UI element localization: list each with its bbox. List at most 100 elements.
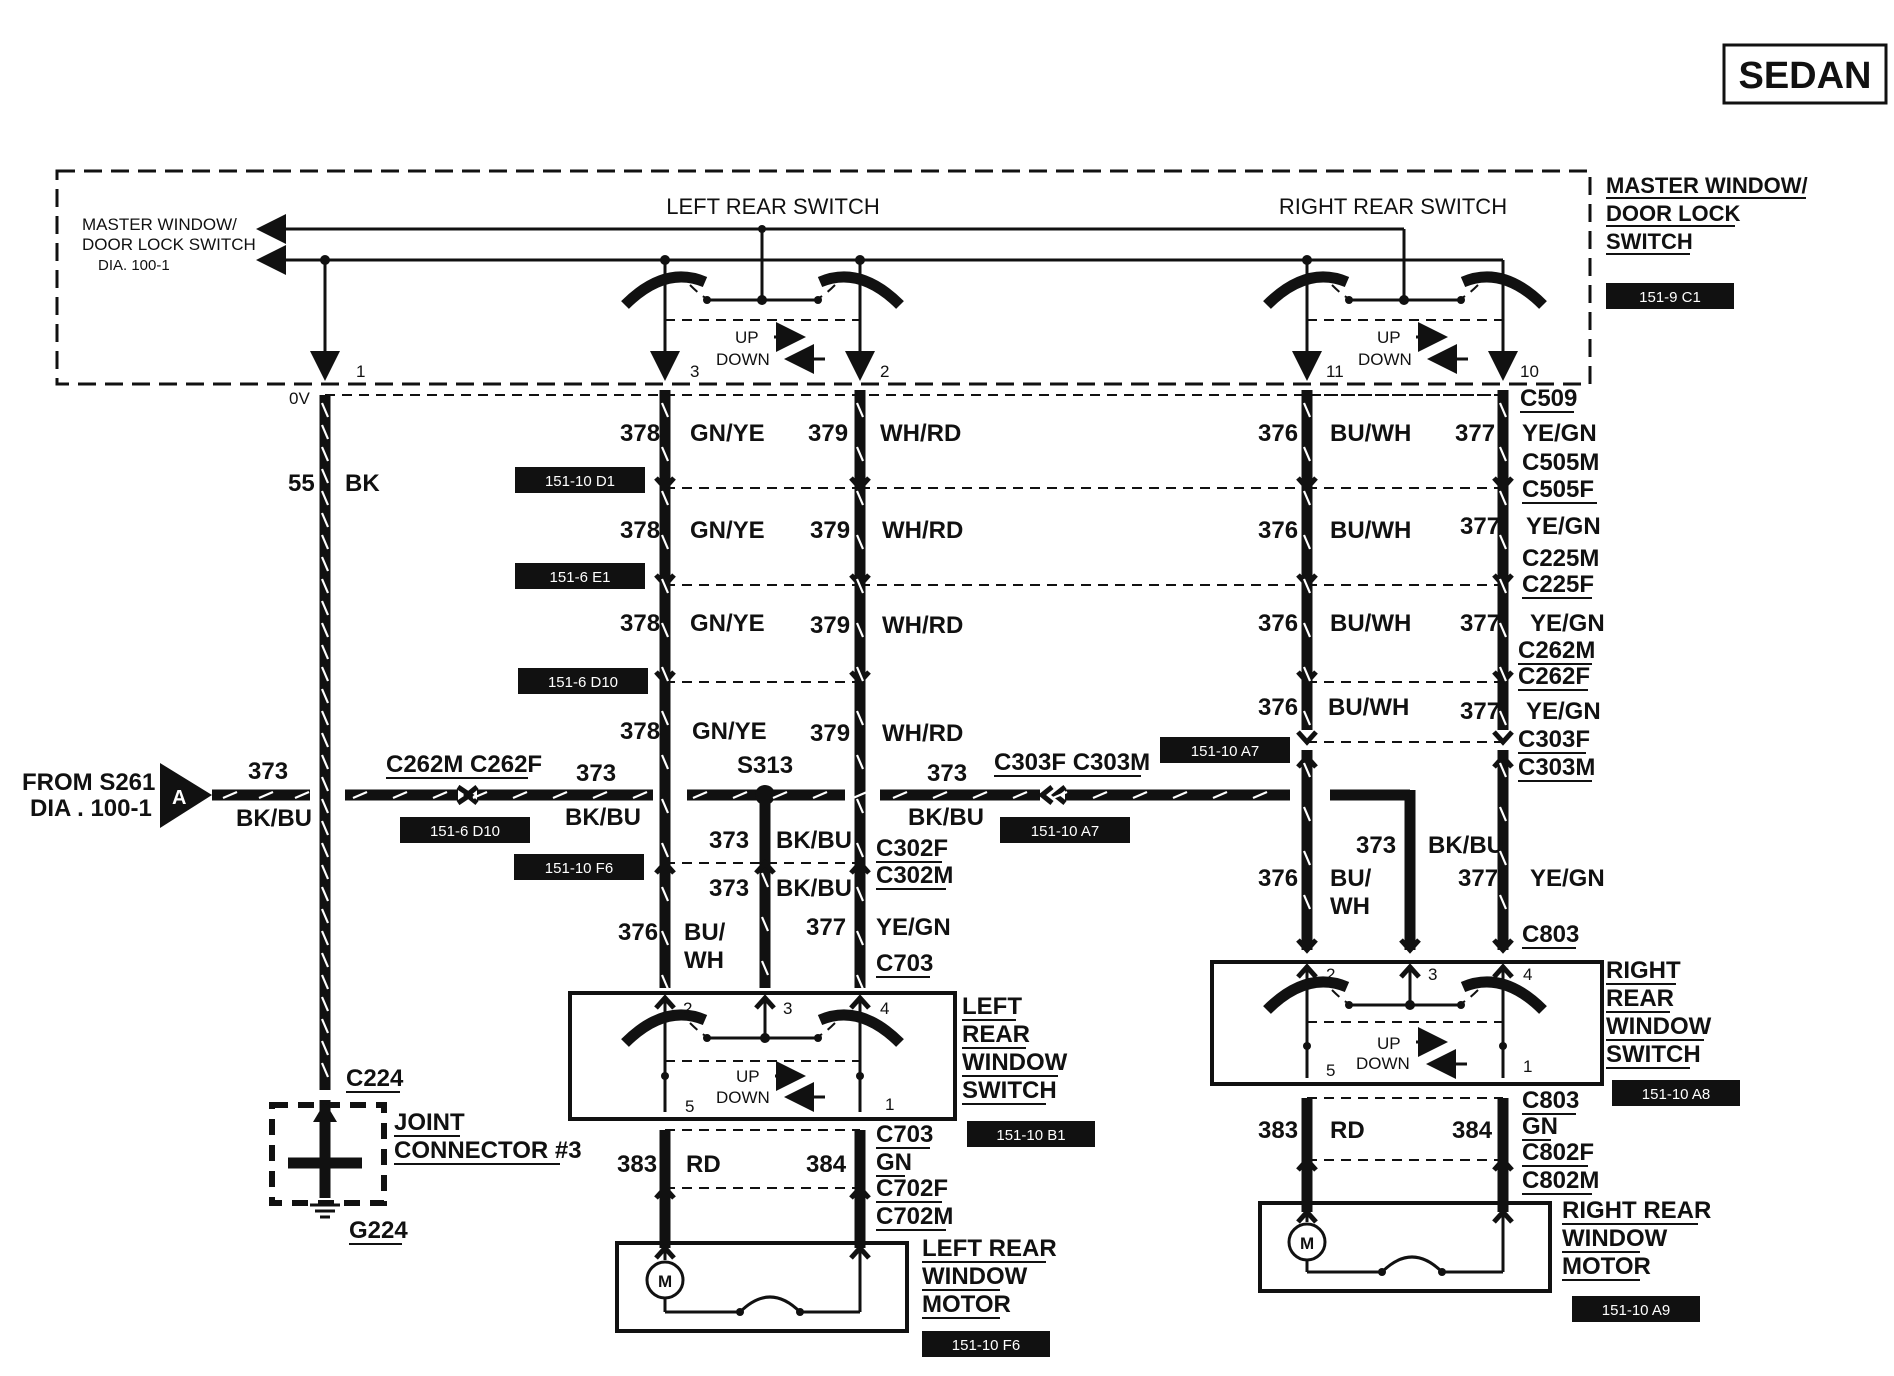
svg-text:373: 373 <box>1356 832 1396 859</box>
wire-hatch <box>1498 622 1508 638</box>
connector-arrow <box>849 1184 871 1200</box>
wire-hatch <box>812 790 828 800</box>
svg-text:1: 1 <box>356 362 365 381</box>
wire-hatch <box>1498 850 1508 866</box>
wire-hatch <box>320 798 330 814</box>
svg-text:C225M: C225M <box>1522 545 1599 572</box>
svg-text:WH/RD: WH/RD <box>882 612 963 639</box>
connector-arrow <box>849 476 871 492</box>
right-motor-wires: 383 RD 384 C803 GN C802F C802M <box>1258 1087 1599 1212</box>
wire-hatch <box>320 424 330 440</box>
sedan-badge: SEDAN <box>1722 43 1888 105</box>
svg-text:WINDOW: WINDOW <box>1562 1225 1668 1252</box>
svg-text:376: 376 <box>618 919 658 946</box>
wire-hatch <box>320 974 330 990</box>
wire-hatch <box>552 790 568 800</box>
svg-text:WINDOW: WINDOW <box>1606 1013 1712 1040</box>
wire-hatch <box>1498 710 1508 726</box>
wire-hatch <box>1302 666 1312 682</box>
svg-text:RD: RD <box>686 1151 721 1178</box>
wire-hatch <box>855 446 865 462</box>
wire-hatch <box>320 930 330 946</box>
connector-arrow <box>849 670 871 686</box>
wire-hatch <box>1498 534 1508 550</box>
wire-hatch <box>660 974 670 990</box>
connector-arrow <box>1296 476 1318 492</box>
wire-hatch <box>855 798 865 814</box>
svg-text:JOINT: JOINT <box>394 1109 465 1136</box>
connector-arrow <box>1492 1208 1514 1224</box>
svg-text:RIGHT: RIGHT <box>1606 957 1681 984</box>
svg-text:GN/YE: GN/YE <box>692 718 767 745</box>
wire-hatch <box>1302 850 1312 866</box>
svg-text:376: 376 <box>1258 610 1298 637</box>
connector-arrow <box>1492 730 1514 746</box>
svg-text:151-10 A9: 151-10 A9 <box>1602 1302 1670 1319</box>
connector-arrow <box>1296 670 1318 686</box>
svg-text:5: 5 <box>685 1097 694 1116</box>
svg-text:WH/RD: WH/RD <box>882 720 963 747</box>
wire-hatch <box>512 790 528 800</box>
svg-text:379: 379 <box>810 517 850 544</box>
wire-hatch <box>972 790 988 800</box>
svg-text:UP: UP <box>735 328 759 347</box>
wire-hatch <box>660 490 670 506</box>
svg-text:M: M <box>658 1272 672 1291</box>
wire-hatch <box>352 790 368 800</box>
wire-hatch <box>1498 762 1508 778</box>
right-rear-window-motor-title: RIGHT REAR WINDOW MOTOR 151-10 A9 <box>1562 1197 1711 1322</box>
wire-hatch <box>320 1018 330 1034</box>
wire-hatch <box>855 842 865 858</box>
svg-text:C225F: C225F <box>1522 571 1594 598</box>
wire-hatch <box>855 710 865 726</box>
connector-arrow <box>754 994 776 1010</box>
wire-hatch <box>1498 446 1508 462</box>
wire-hatch <box>1302 490 1312 506</box>
connector-arrow <box>654 670 676 686</box>
svg-text:REAR: REAR <box>1606 985 1674 1012</box>
svg-text:3: 3 <box>1428 965 1437 984</box>
svg-text:RIGHT REAR SWITCH: RIGHT REAR SWITCH <box>1279 194 1507 219</box>
wire-hatch <box>632 790 648 800</box>
svg-text:C262F: C262F <box>1518 663 1590 690</box>
svg-text:377: 377 <box>1458 865 1498 892</box>
connector-arrow <box>1296 753 1318 769</box>
svg-text:C509: C509 <box>1520 385 1577 412</box>
svg-text:151-10 A8: 151-10 A8 <box>1642 1086 1710 1103</box>
svg-text:C302M: C302M <box>876 862 953 889</box>
connector-arrow <box>1492 1156 1514 1172</box>
svg-text:BK/BU: BK/BU <box>236 805 312 832</box>
wire-hatch <box>320 776 330 792</box>
wire-hatch <box>760 960 770 976</box>
wire-hatch <box>320 490 330 506</box>
svg-text:BU/WH: BU/WH <box>1330 517 1411 544</box>
svg-text:C703: C703 <box>876 1121 933 1148</box>
svg-text:C302F: C302F <box>876 835 948 862</box>
wire-hatch <box>472 790 488 800</box>
connector-arrow <box>1399 938 1421 954</box>
wire-hatch <box>320 468 330 484</box>
connector-arrow <box>1296 1156 1318 1172</box>
svg-text:WH: WH <box>1330 893 1370 920</box>
svg-text:10: 10 <box>1520 362 1539 381</box>
wire-hatch <box>772 790 788 800</box>
wire-hatch <box>660 710 670 726</box>
svg-text:0V: 0V <box>289 389 310 408</box>
svg-text:376: 376 <box>1258 517 1298 544</box>
svg-text:C505F: C505F <box>1522 476 1594 503</box>
svg-text:3: 3 <box>783 999 792 1018</box>
wire-hatch <box>1302 894 1312 910</box>
wire-hatch <box>660 534 670 550</box>
left-rear-window-motor-title: LEFT REAR WINDOW MOTOR 151-10 F6 <box>922 1235 1057 1357</box>
svg-text:373: 373 <box>576 760 616 787</box>
svg-text:WH/RD: WH/RD <box>880 420 961 447</box>
wire-hatch <box>852 790 868 800</box>
svg-text:UP: UP <box>736 1067 760 1086</box>
connector-arrow <box>849 1244 871 1260</box>
svg-text:55: 55 <box>288 470 315 497</box>
wire-hatch <box>1498 894 1508 910</box>
connector-arrow <box>849 859 871 875</box>
wire-hatch <box>760 916 770 932</box>
svg-text:378: 378 <box>620 610 660 637</box>
